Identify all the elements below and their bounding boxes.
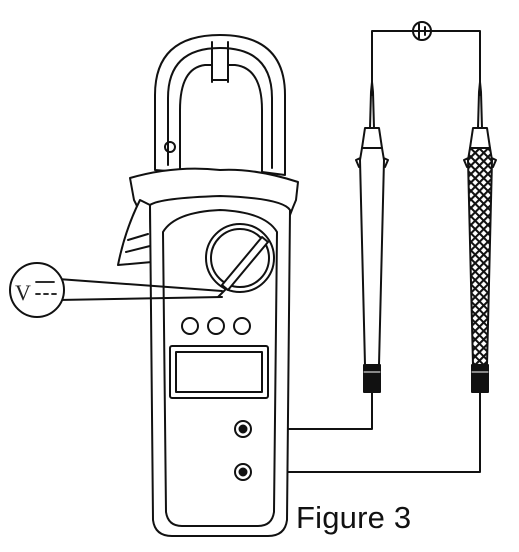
jaw-trigger[interactable]: [117, 199, 153, 266]
right-probe-guard: [469, 127, 491, 149]
v-input-jack[interactable]: [234, 463, 252, 481]
callout-symbol: V: [15, 280, 31, 305]
com-input-jack[interactable]: [234, 420, 252, 438]
right-probe-plug: [471, 364, 489, 393]
rotary-selector-icon[interactable]: [205, 223, 275, 298]
function-button-2[interactable]: [207, 317, 225, 335]
v-lead-wire: [242, 391, 481, 473]
left-probe-tip: [369, 81, 375, 129]
left-probe-grip: [359, 147, 385, 366]
left-probe-guard: [361, 127, 383, 149]
right-probe-wire: [431, 30, 481, 96]
callout-leader: [57, 278, 223, 301]
left-probe-wire: [371, 30, 413, 96]
dc-source-icon: [412, 21, 432, 41]
function-button-3[interactable]: [233, 317, 251, 335]
figure-caption: Figure 3: [296, 500, 412, 535]
clamp-meter: [117, 34, 299, 537]
clamp-jaw-gap: [211, 41, 229, 83]
right-test-probe[interactable]: [463, 81, 497, 393]
right-probe-grip: [467, 147, 493, 366]
meter-bezel: [162, 209, 278, 527]
jaw-pivot-screw: [164, 141, 176, 153]
left-probe-plug: [363, 364, 381, 393]
lcd-display: [175, 351, 263, 393]
dial-setting-callout: V: [9, 262, 223, 318]
clamp-jaw: [154, 34, 286, 176]
dial-pointer: [221, 236, 269, 291]
function-button-1[interactable]: [181, 317, 199, 335]
callout-bubble: [9, 262, 65, 318]
left-test-probe[interactable]: [355, 81, 389, 393]
right-probe-tip: [477, 81, 483, 129]
